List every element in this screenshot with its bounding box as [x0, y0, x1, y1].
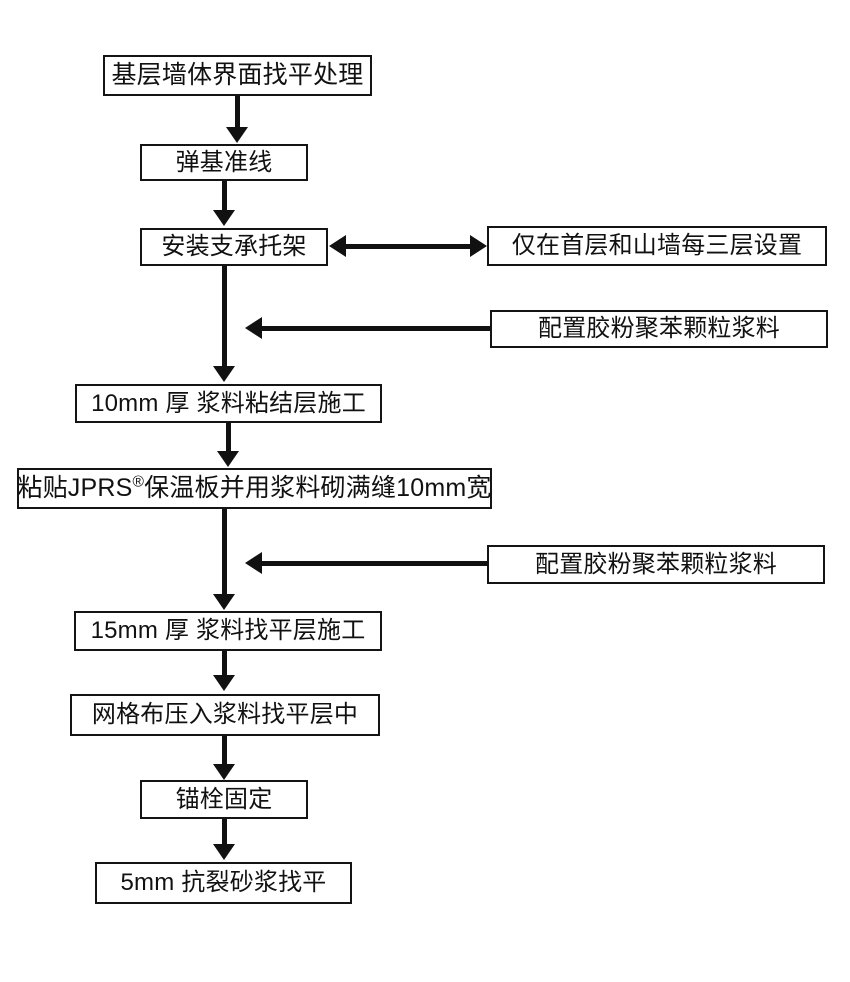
connector-n3-n4-arrowhead [213, 366, 235, 382]
node-label-suffix: 保温板并用浆料砌满缝10mm宽 [144, 474, 492, 502]
node-label: 粘贴JPRS®保温板并用浆料砌满缝10mm宽 [11, 473, 497, 502]
node-label: 网格布压入浆料找平层中 [91, 701, 359, 728]
node-label: 配置胶粉聚苯颗粒浆料 [538, 315, 780, 342]
node-base-wall-interface-leveling[interactable]: 基层墙体界面找平处理 [103, 55, 372, 96]
connector-n4-n5-arrowhead [217, 451, 239, 467]
node-5mm-anti-crack-mortar-leveling[interactable]: 5mm 抗裂砂浆找平 [95, 862, 352, 904]
node-label: 配置胶粉聚苯颗粒浆料 [535, 550, 777, 578]
node-10mm-bonding-layer[interactable]: 10mm 厚 浆料粘结层施工 [75, 384, 382, 423]
connector-n3-r1-arrowhead-right [470, 235, 487, 257]
connector-n8-n9-line [222, 819, 227, 846]
node-label: 锚栓固定 [175, 785, 273, 813]
node-label: 基层墙体界面找平处理 [111, 61, 364, 89]
connector-n3-r1-line [344, 244, 472, 249]
node-label-prefix: 粘贴JPRS [17, 474, 133, 502]
connector-r3-trunk-arrowhead [245, 552, 262, 574]
connector-n6-n7-arrowhead [213, 675, 235, 691]
node-note-first-floor-gable-every-three-floors[interactable]: 仅在首层和山墙每三层设置 [487, 226, 827, 266]
connector-r3-trunk-line [262, 561, 488, 566]
connector-n1-n2-line [235, 96, 240, 129]
node-prepare-polymer-eps-granule-slurry-upper[interactable]: 配置胶粉聚苯颗粒浆料 [490, 310, 828, 348]
node-anchor-bolt-fixing[interactable]: 锚栓固定 [140, 780, 308, 819]
connector-n3-r1-arrowhead-left [329, 235, 346, 257]
node-15mm-leveling-layer[interactable]: 15mm 厚 浆料找平层施工 [74, 611, 382, 651]
node-prepare-polymer-eps-granule-slurry-lower[interactable]: 配置胶粉聚苯颗粒浆料 [487, 545, 825, 584]
node-snap-baseline[interactable]: 弹基准线 [140, 144, 308, 181]
connector-n6-n7-line [222, 651, 227, 676]
registered-trademark-icon: ® [132, 473, 145, 491]
connector-n2-n3-arrowhead [213, 210, 235, 226]
node-paste-jprs-insulation-board[interactable]: 粘贴JPRS®保温板并用浆料砌满缝10mm宽 [17, 468, 492, 509]
connector-n1-n2-arrowhead [226, 127, 248, 143]
connector-n5-n6-arrowhead [213, 594, 235, 610]
connector-n3-n4-line [222, 266, 227, 368]
node-press-mesh-into-leveling-layer[interactable]: 网格布压入浆料找平层中 [70, 694, 380, 736]
node-install-support-bracket[interactable]: 安装支承托架 [140, 228, 328, 266]
connector-n8-n9-arrowhead [213, 844, 235, 860]
connector-n2-n3-line [222, 181, 227, 211]
connector-n7-n8-line [222, 736, 227, 766]
connector-n4-n5-line [226, 423, 231, 453]
connector-n5-n6-line [222, 509, 227, 597]
node-label: 弹基准线 [175, 148, 273, 176]
connector-r2-trunk-arrowhead [245, 317, 262, 339]
node-label: 15mm 厚 浆料找平层施工 [90, 617, 366, 644]
node-label: 安装支承托架 [161, 233, 307, 260]
node-label: 5mm 抗裂砂浆找平 [120, 869, 327, 896]
node-label: 10mm 厚 浆料粘结层施工 [91, 389, 366, 417]
node-label: 仅在首层和山墙每三层设置 [511, 232, 803, 259]
connector-n7-n8-arrowhead [213, 764, 235, 780]
connector-r2-trunk-line [262, 326, 490, 331]
